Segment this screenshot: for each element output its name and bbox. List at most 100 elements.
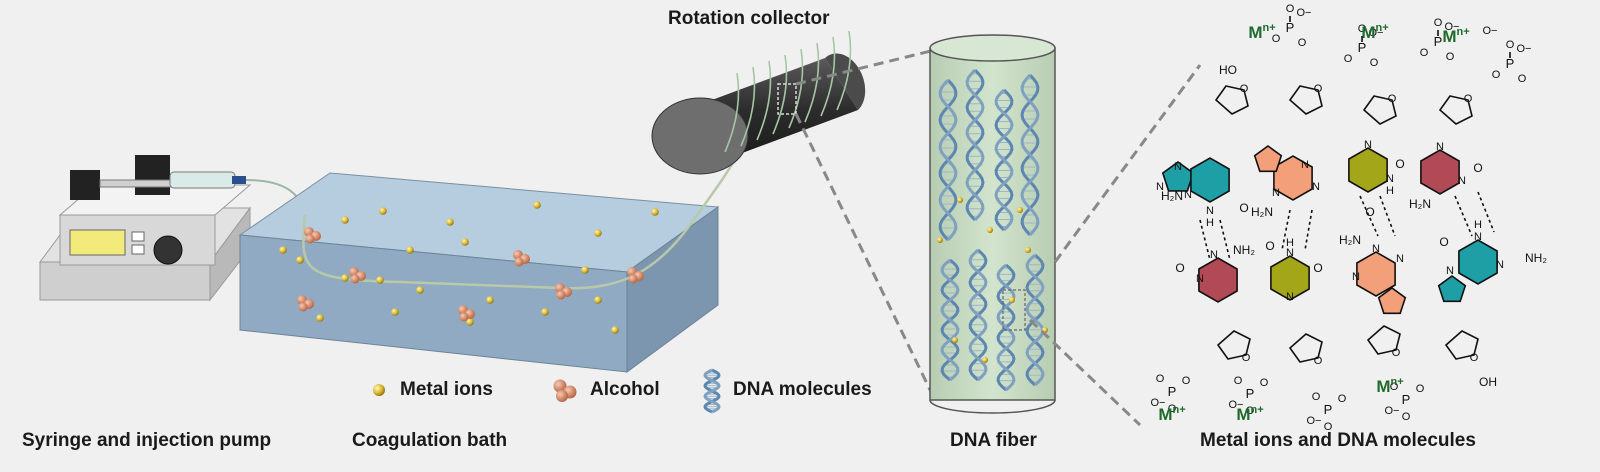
chem-atom: N	[1446, 265, 1454, 277]
chem-atom: O	[1182, 375, 1191, 387]
chem-atom: O	[1492, 69, 1501, 81]
chem-atom: O	[1324, 421, 1333, 433]
chem-atom: O	[1272, 33, 1281, 45]
metal-ion	[379, 207, 387, 215]
hydrogen-bond	[1379, 195, 1396, 237]
metal-ion	[376, 276, 384, 284]
metal-ion-label: Mn+	[1158, 404, 1185, 424]
alcohol-cluster	[458, 305, 475, 322]
chem-atom: O	[1242, 352, 1251, 364]
chem-atom: P	[1286, 20, 1295, 35]
metal-ion	[341, 274, 349, 282]
chem-atom: O−	[1307, 415, 1322, 427]
chem-atom: O	[1265, 239, 1274, 253]
chem-atom: N	[1286, 291, 1294, 303]
chem-atom: O	[1439, 235, 1448, 249]
metal-ion	[279, 246, 287, 254]
chem-atom: O−	[1151, 397, 1166, 409]
metal-ion	[651, 208, 659, 216]
hydrogen-bond	[1359, 195, 1379, 237]
chem-atom: HO	[1219, 63, 1237, 77]
chem-atom: N	[1352, 271, 1360, 283]
metal-ion	[486, 296, 494, 304]
collector-winding	[772, 54, 788, 135]
metal-ion	[533, 201, 541, 209]
chem-atom: P	[1324, 402, 1333, 417]
chem-atom: O	[1365, 205, 1374, 219]
chem-atom: N	[1301, 159, 1309, 171]
chem-atom: P	[1434, 34, 1443, 49]
legend	[373, 368, 721, 414]
chem-atom: O	[1388, 93, 1397, 105]
legend-alcohol: Alcohol	[590, 379, 660, 400]
metal-ion	[316, 314, 324, 322]
chem-atom: N	[1372, 243, 1380, 255]
metal-ion	[581, 266, 589, 274]
chem-atom: N	[1436, 141, 1444, 153]
metal-ion-label: Mn+	[1361, 22, 1388, 42]
sugar-ring	[1362, 95, 1397, 125]
chem-atom: H₂N	[1251, 205, 1273, 219]
chem-atom: O	[1168, 403, 1177, 415]
dna-helix-icon	[703, 368, 721, 414]
collector-winding	[724, 72, 740, 153]
adenine-ring	[1253, 145, 1283, 173]
sugar-ring	[1288, 333, 1323, 363]
thymine-ring	[1270, 255, 1310, 301]
sugar-ring	[1214, 85, 1249, 115]
collector-end-face	[651, 97, 749, 175]
metal-ion	[957, 197, 963, 203]
metal-ion	[391, 308, 399, 316]
chem-atom: O	[1470, 352, 1479, 364]
collector-winding	[788, 48, 804, 129]
metal-ion-label: Mn+	[1376, 376, 1403, 396]
metal-ion	[446, 218, 454, 226]
chem-atom: O	[1358, 23, 1367, 35]
metal-ion	[461, 238, 469, 246]
syringe-barrel	[169, 171, 236, 189]
chem-atom: N	[1210, 249, 1218, 261]
collector-winding	[836, 30, 852, 111]
chem-atom: N	[1156, 181, 1164, 193]
cytosine-ring	[1198, 257, 1238, 303]
chem-atom: N	[1312, 181, 1320, 193]
sugar-ring	[1366, 325, 1401, 355]
chem-atom: O−	[1229, 399, 1244, 411]
chem-atom: O	[1175, 261, 1184, 275]
chem-atom: O	[1464, 93, 1473, 105]
metal-ion	[1017, 207, 1023, 213]
chem-atom: O	[1420, 47, 1429, 59]
collector-winding	[756, 60, 772, 141]
chem-atom: P	[1402, 392, 1411, 407]
hydrogen-bond	[1219, 219, 1231, 261]
fiber-strand	[302, 149, 742, 290]
chem-atom: H₂N	[1161, 189, 1183, 203]
hydrogen-bond	[1199, 219, 1211, 261]
chem-atom: O	[1434, 17, 1443, 29]
dna-helix	[965, 68, 985, 222]
chem-atom: O−	[1445, 21, 1460, 33]
chem-atom: O	[1338, 393, 1347, 405]
dna-helix	[994, 88, 1014, 232]
chem-atom: N	[1206, 205, 1214, 217]
chem-atom: N	[1458, 175, 1466, 187]
dna-helix	[968, 248, 988, 382]
hydrogen-bond	[1281, 209, 1291, 251]
dna-helix	[996, 263, 1016, 392]
chem-atom: O−	[1517, 43, 1532, 55]
syringe-pump	[39, 155, 331, 302]
thymine-ring	[1348, 147, 1388, 193]
label-syringe-pump: Syringe and injection pump	[22, 430, 272, 451]
chem-atom: N	[1174, 161, 1182, 173]
sugar-ring	[1216, 330, 1251, 360]
chem-atom: O	[1314, 83, 1323, 95]
chem-atom: O	[1518, 73, 1527, 85]
chem-atom: OH	[1479, 375, 1497, 389]
guanine-ring	[1190, 157, 1230, 203]
chem-atom: O	[1344, 53, 1353, 65]
metal-ion-icon	[373, 384, 385, 396]
metal-ion	[296, 256, 304, 264]
hydrogen-bond	[1477, 191, 1495, 233]
